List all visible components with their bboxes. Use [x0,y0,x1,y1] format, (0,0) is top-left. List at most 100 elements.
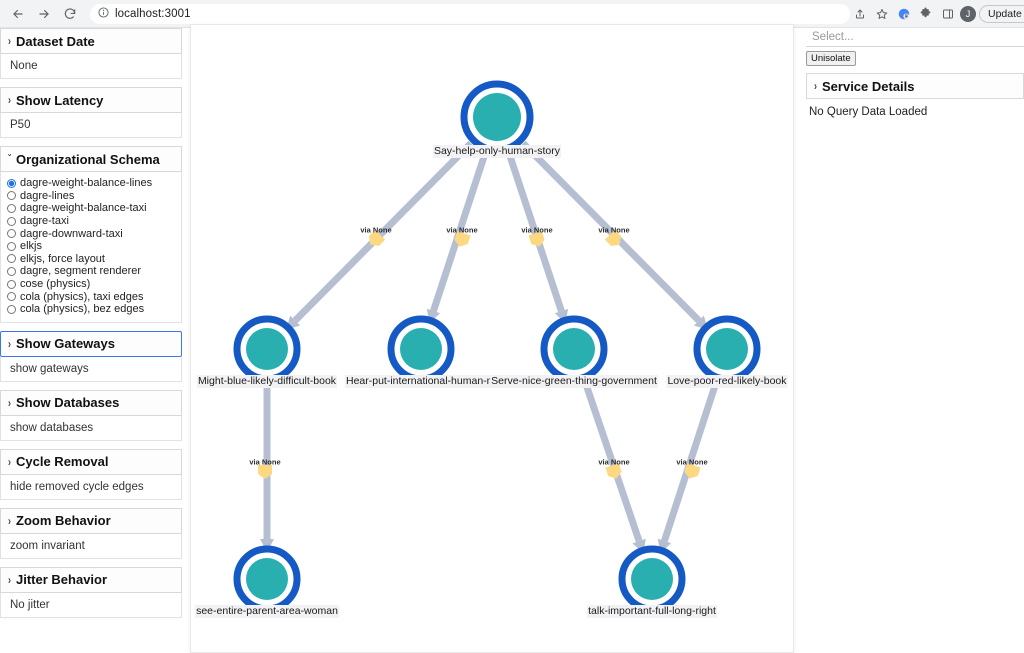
puzzle-piece-icon[interactable] [916,4,935,23]
edge-marker-icon[interactable] [604,229,625,250]
edge-marker-icon[interactable] [365,229,386,250]
edge-label: via None [249,457,281,467]
schema-option-label: dagre-lines [20,189,75,202]
update-button[interactable]: Update ⋮ [979,4,1024,23]
schema-radio[interactable] [7,229,16,239]
graph-edge[interactable] [430,151,489,313]
folder-value[interactable]: None [0,54,182,79]
schema-radio[interactable] [7,266,16,276]
chevron-right-icon: › [8,573,11,587]
folder-header-show-databases[interactable]: ›Show Databases [0,389,182,416]
schema-option-row[interactable]: cola (physics), bez edges [7,303,175,316]
folder-value[interactable]: hide removed cycle edges [0,474,182,500]
schema-option-label: cola (physics), taxi edges [20,290,144,303]
schema-option-label: dagre-weight-balance-lines [20,177,153,190]
folder-title-label: Show Gateways [16,336,115,352]
info-circle-icon[interactable] [98,5,109,23]
reload-icon[interactable] [58,2,82,26]
schema-option-row[interactable]: dagre, segment renderer [7,265,175,278]
extension-badge-icon[interactable] [894,4,913,23]
graph-edge[interactable] [505,151,565,313]
star-icon[interactable] [872,4,891,23]
service-select-input[interactable]: Select... [806,28,1024,47]
share-icon[interactable] [850,4,869,23]
service-node[interactable] [246,328,288,370]
folder-jitter-behavior: › Jitter Behavior No jitter [0,566,182,618]
folder-value[interactable]: P50 [0,113,182,138]
schema-radio[interactable] [7,191,16,201]
service-node-label: see-entire-parent-area-woman [195,605,339,618]
service-node[interactable] [706,328,748,370]
graph-edge[interactable] [661,380,720,543]
service-node[interactable] [473,93,521,141]
schema-radio[interactable] [7,279,16,289]
edge-label: via None [446,225,478,235]
schema-option-label: dagre-downward-taxi [20,227,123,240]
folder-header-zoom-behavior[interactable]: › Zoom Behavior [0,507,182,534]
folder-title-label: Jitter Behavior [16,572,108,588]
schema-radio[interactable] [7,304,16,314]
service-details-header[interactable]: › Service Details [806,73,1024,99]
address-bar[interactable]: localhost:3001 [90,3,850,24]
edge-marker-icon[interactable] [528,231,546,249]
schema-radio[interactable] [7,292,16,302]
folder-header-jitter-behavior[interactable]: › Jitter Behavior [0,566,182,593]
edge-marker-icon[interactable] [605,463,623,481]
chevron-right-icon: › [8,514,11,528]
schema-option-row[interactable]: dagre-weight-balance-taxi [7,202,175,215]
schema-option-label: dagre-weight-balance-taxi [20,202,147,215]
schema-option-row[interactable]: dagre-lines [7,190,175,203]
edge-label: via None [360,225,392,235]
chevron-down-icon: ˇ [8,152,11,166]
graph-edge[interactable] [292,140,474,324]
schema-option-label: elkjs [20,240,43,253]
graph-edge[interactable] [520,140,702,324]
chevron-right-icon: › [814,79,817,93]
graph-edge[interactable] [581,380,643,543]
forward-arrow-icon[interactable] [32,2,56,26]
folder-value[interactable]: show gateways [0,356,182,382]
folder-header-cycle-removal[interactable]: ›Cycle Removal [0,448,182,475]
side-panel-icon[interactable] [938,4,957,23]
folder-title-label: Zoom Behavior [16,513,111,529]
avatar[interactable]: J [960,5,976,22]
schema-option-label: dagre-taxi [20,215,69,228]
service-node[interactable] [631,558,673,600]
service-node[interactable] [553,328,595,370]
schema-radio[interactable] [7,203,16,213]
no-query-data-message: No Query Data Loaded [809,106,928,118]
folder-title-label: Show Latency [16,92,104,108]
schema-option-row[interactable]: cose (physics) [7,278,175,291]
schema-option-row[interactable]: dagre-weight-balance-lines [7,177,175,190]
folder-header-show-latency[interactable]: ›Show Latency [0,87,182,113]
folder-value[interactable]: No jitter [0,592,182,618]
edge-marker-icon[interactable] [258,465,272,479]
service-node-label: Hear-put-international-human-name [345,375,497,388]
folder-value[interactable]: show databases [0,415,182,441]
service-node-label: Serve-nice-green-thing-government [490,375,658,388]
folder-header-dataset-date[interactable]: ›Dataset Date [0,28,182,54]
schema-option-row[interactable]: elkjs, force layout [7,253,175,266]
folder-value[interactable]: zoom invariant [0,533,182,559]
unisolate-button[interactable]: Unisolate [806,51,856,66]
schema-option-row[interactable]: dagre-downward-taxi [7,227,175,240]
edge-marker-icon[interactable] [453,231,471,249]
schema-radio[interactable] [7,241,16,251]
service-node[interactable] [400,328,442,370]
service-node[interactable] [246,558,288,600]
folder-title-label: Show Databases [16,395,120,411]
schema-radio[interactable] [7,178,16,188]
folder-header-show-gateways[interactable]: ›Show Gateways [0,330,182,357]
schema-radio[interactable] [7,216,16,226]
schema-option-row[interactable]: cola (physics), taxi edges [7,290,175,303]
edge-marker-icon[interactable] [683,463,701,481]
schema-option-row[interactable]: elkjs [7,240,175,253]
back-arrow-icon[interactable] [6,2,30,26]
schema-option-row[interactable]: dagre-taxi [7,215,175,228]
service-node-label: Love-poor-red-likely-book [666,375,788,388]
schema-radio[interactable] [7,254,16,264]
